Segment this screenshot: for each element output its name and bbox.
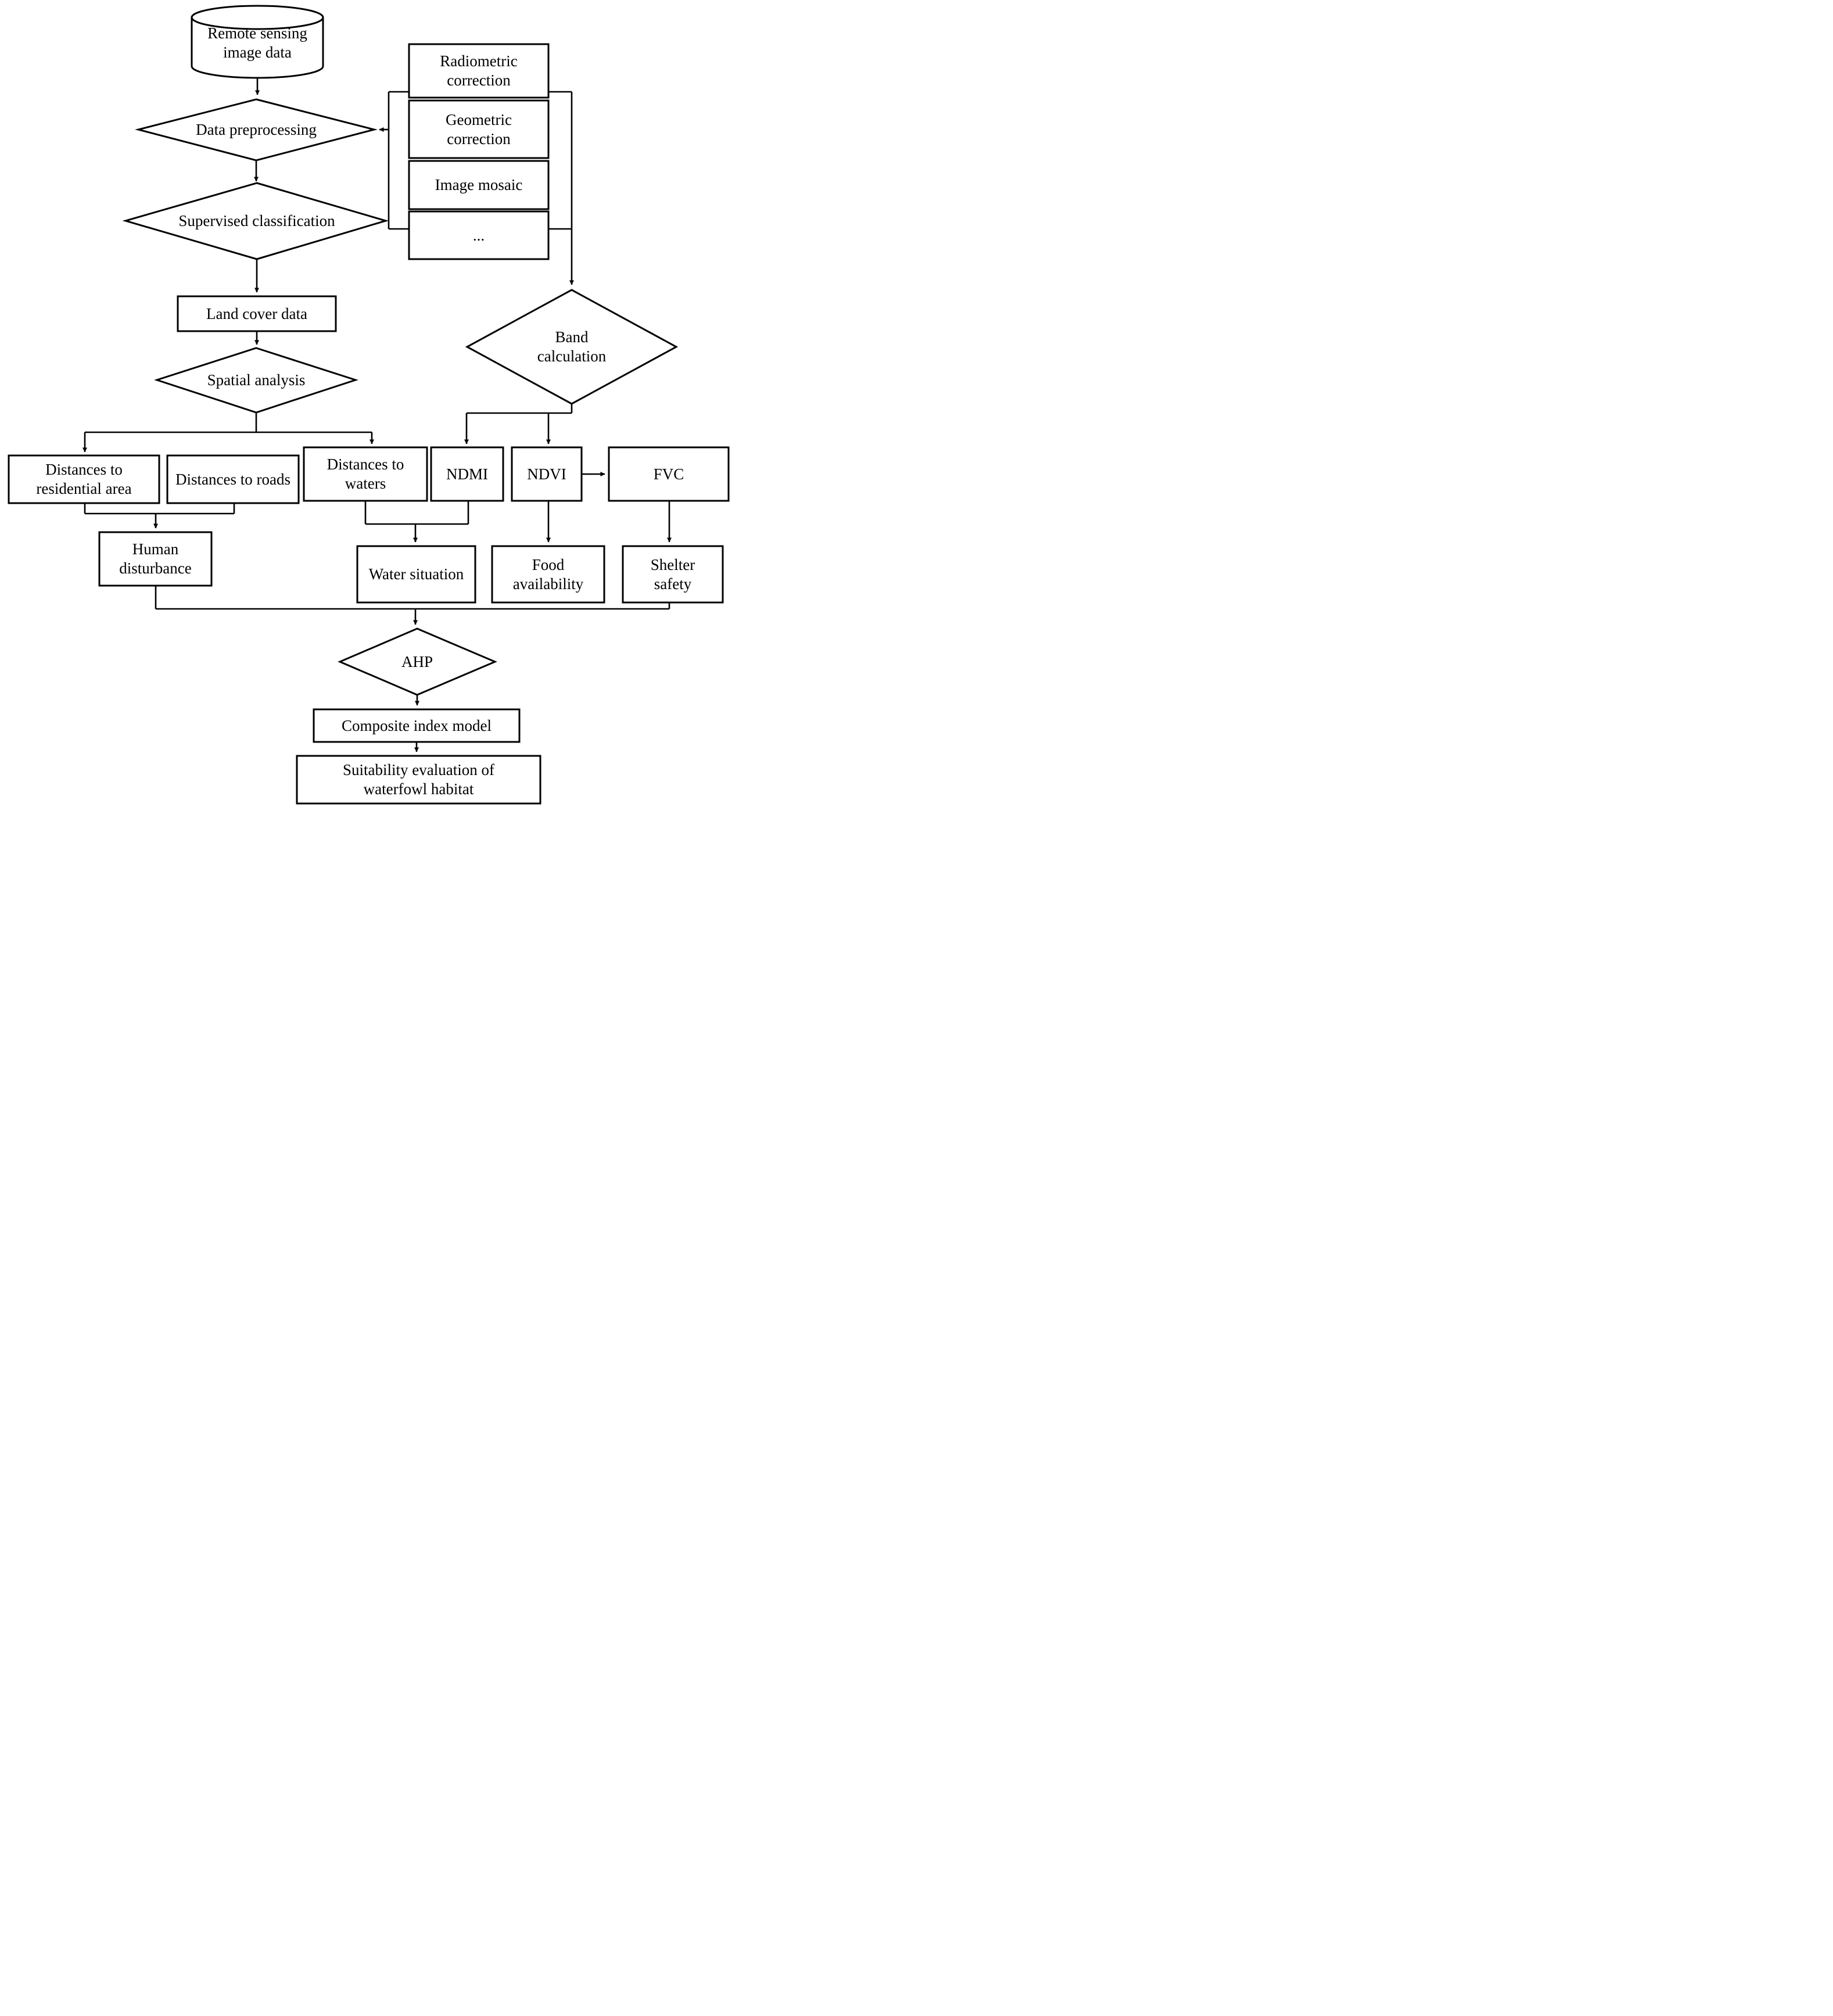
flowchart-canvas: Remote sensing image data Data preproces… bbox=[0, 0, 733, 806]
rect-land-cover-data bbox=[177, 295, 337, 332]
rect-shelter-safety bbox=[622, 545, 724, 604]
rect-human-disturbance bbox=[98, 531, 213, 587]
rect-food-availability bbox=[491, 545, 605, 604]
diamond-supervised-classification bbox=[122, 182, 389, 260]
arrow-lines bbox=[82, 78, 672, 752]
diamond-spatial-analysis bbox=[154, 347, 358, 414]
rect-radiometric-correction bbox=[408, 43, 550, 99]
rect-fvc bbox=[608, 446, 730, 502]
rect-suitability-evaluation bbox=[296, 755, 541, 805]
rect-water-situation bbox=[356, 545, 476, 604]
cylinder-remote-sensing bbox=[191, 17, 324, 79]
diamond-ahp bbox=[338, 627, 497, 696]
rect-geometric-correction bbox=[408, 99, 550, 159]
rect-more-steps bbox=[408, 210, 550, 260]
cylinder-remote-sensing-top bbox=[191, 5, 324, 30]
rect-ndvi bbox=[511, 446, 583, 502]
diamond-data-preprocessing bbox=[135, 98, 378, 162]
rect-image-mosaic bbox=[408, 160, 550, 210]
rect-distances-roads bbox=[166, 454, 300, 504]
rect-composite-index-model bbox=[313, 708, 521, 743]
node-shapes bbox=[8, 5, 730, 805]
rect-distances-residential bbox=[8, 454, 160, 504]
rect-ndmi bbox=[430, 446, 504, 502]
flowchart-shapes-layer bbox=[8, 5, 730, 805]
connector-lines bbox=[84, 91, 670, 610]
diamond-band-calculation bbox=[465, 289, 679, 405]
rect-distances-waters bbox=[303, 446, 428, 502]
